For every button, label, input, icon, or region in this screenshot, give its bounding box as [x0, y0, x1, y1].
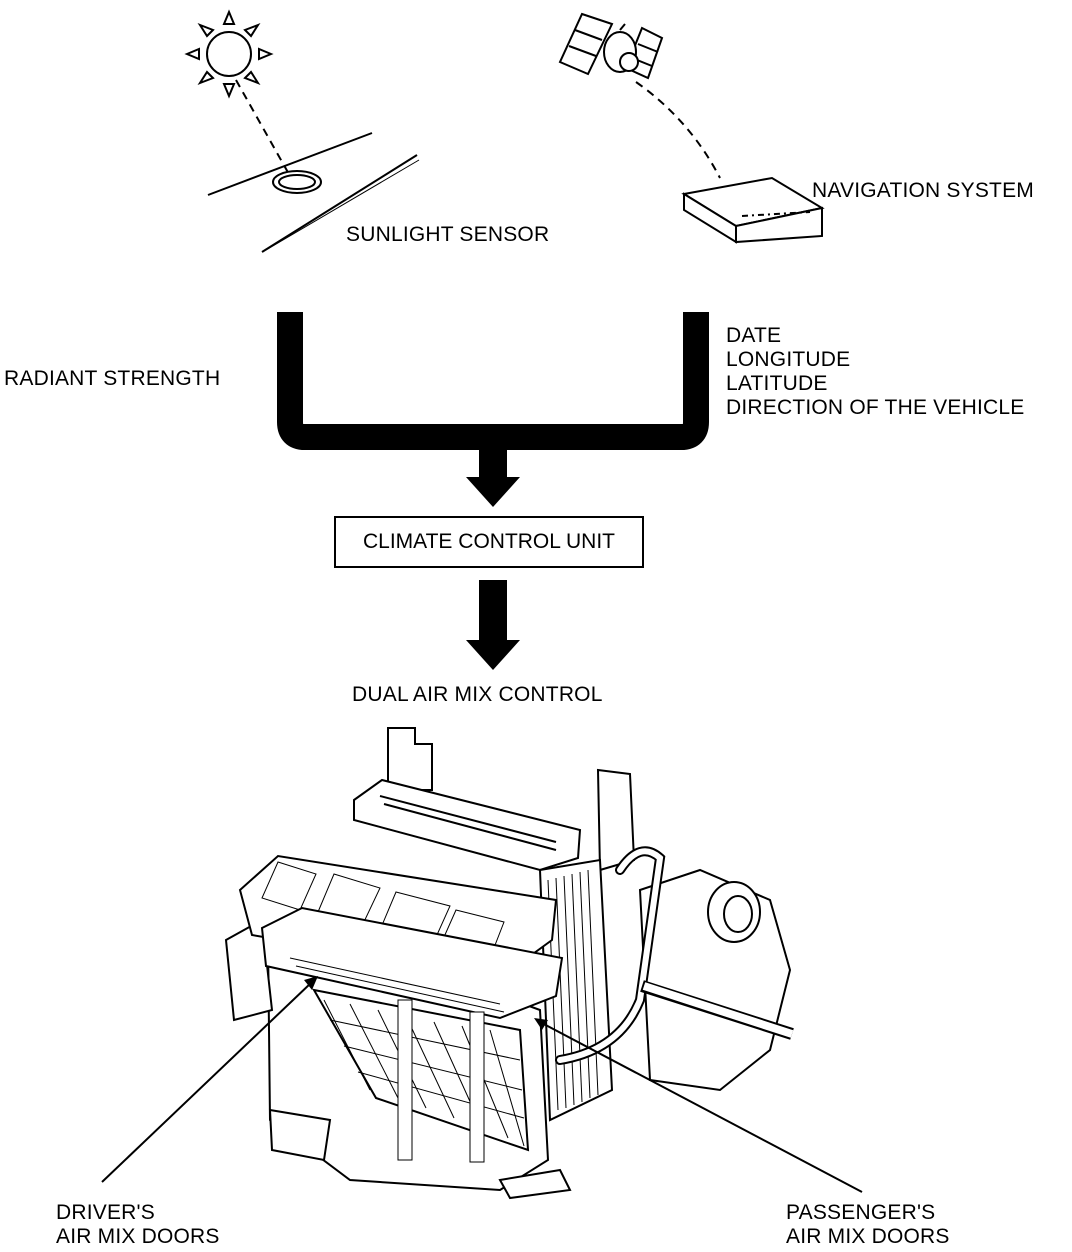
arrow-to-air-mix: [466, 640, 520, 670]
navigation-unit-icon: [681, 176, 825, 244]
flow-bracket: [277, 312, 709, 450]
dual-air-mix-control-label: DUAL AIR MIX CONTROL: [352, 683, 603, 706]
passengers-leader-line: [539, 1021, 863, 1193]
satellite-icon: [558, 12, 664, 80]
arrow-to-unit: [466, 477, 520, 507]
radiant-strength-label: RADIANT STRENGTH: [4, 367, 221, 390]
nav-outputs-list: DATE LONGITUDE LATITUDE DIRECTION OF THE…: [726, 324, 1024, 420]
passengers-air-mix-doors-label: PASSENGER'S AIR MIX DOORS: [786, 1201, 950, 1249]
climate-control-unit-box: CLIMATE CONTROL UNIT: [334, 516, 644, 568]
nav-output-longitude: LONGITUDE: [726, 348, 851, 371]
hvac-unit-illustration: [224, 727, 794, 1200]
nav-output-latitude: LATITUDE: [726, 372, 828, 395]
sunlight-sensor-icon: [207, 132, 420, 253]
nav-output-direction: DIRECTION OF THE VEHICLE: [726, 396, 1025, 419]
drivers-leader-line: [101, 981, 313, 1183]
sun-icon: [184, 9, 274, 99]
drivers-air-mix-doors-label: DRIVER'S AIR MIX DOORS: [56, 1201, 220, 1249]
navigation-system-label: NAVIGATION SYSTEM: [812, 179, 1034, 202]
passengers-label-line2: AIR MIX DOORS: [786, 1225, 950, 1248]
climate-control-unit-label: CLIMATE CONTROL UNIT: [362, 530, 615, 553]
sunlight-sensor-label: SUNLIGHT SENSOR: [346, 223, 550, 246]
drivers-label-line2: AIR MIX DOORS: [56, 1225, 220, 1248]
drivers-label-line1: DRIVER'S: [56, 1201, 155, 1224]
nav-output-date: DATE: [726, 324, 782, 347]
passengers-label-line1: PASSENGER'S: [786, 1201, 936, 1224]
